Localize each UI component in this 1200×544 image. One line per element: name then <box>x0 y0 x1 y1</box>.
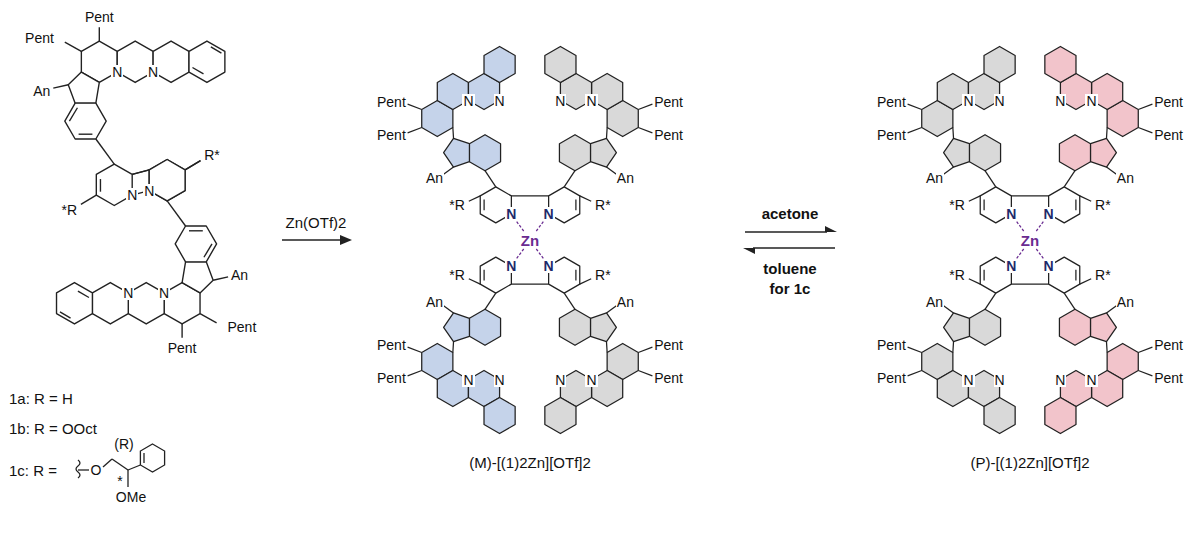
atom-label: *R <box>448 268 466 282</box>
atom-label: Pent <box>1153 128 1184 142</box>
atom-label: O <box>90 463 103 477</box>
atom-label: N <box>1043 259 1055 273</box>
atom-label: Pent <box>376 371 407 385</box>
solvent-label: for 1c <box>769 281 812 296</box>
atom-label: An <box>925 295 944 309</box>
atom-label: N <box>1085 94 1097 108</box>
atom-label: *R <box>948 268 966 282</box>
atom-label: N <box>554 94 566 108</box>
compound-label: 1c: R = <box>8 463 58 478</box>
atom-label: R* <box>1094 268 1112 282</box>
atom-label: Pent <box>653 371 684 385</box>
atom-label: OMe <box>115 490 147 504</box>
solvent-label: toluene <box>762 261 817 276</box>
atom-label: Pent <box>653 95 684 109</box>
atom-label: N <box>1043 207 1055 221</box>
atom-label: R* <box>594 198 612 212</box>
atom-label: N <box>462 94 474 108</box>
compound-label: 1a: R = H <box>8 391 74 406</box>
atom-label: An <box>1116 295 1135 309</box>
m-complex-structure <box>408 46 653 433</box>
atom-label: Pent <box>876 95 907 109</box>
atom-label: N <box>962 373 974 387</box>
atom-label: Pent <box>653 338 684 352</box>
atom-label: An <box>32 84 51 98</box>
atom-label: N <box>143 184 155 198</box>
atom-label: An <box>1116 171 1135 185</box>
atom-label: N <box>1005 259 1017 273</box>
complex-label: (M)-[(1)2Zn][OTf]2 <box>468 455 592 470</box>
atom-label: Pent <box>84 10 115 24</box>
atom-label: N <box>462 373 474 387</box>
atom-label: Pent <box>226 320 257 334</box>
atom-label: Pent <box>876 371 907 385</box>
atom-label: An <box>230 268 249 282</box>
atom-label: N <box>585 94 597 108</box>
atom-label: N <box>962 94 974 108</box>
atom-label: Pent <box>1153 338 1184 352</box>
atom-label: N <box>994 373 1006 387</box>
atom-label: *R <box>61 203 79 217</box>
atom-label: Pent <box>653 128 684 142</box>
compound-label: 1b: R = OOct <box>8 421 98 436</box>
atom-label: N <box>505 259 517 273</box>
atom-label: R* <box>1094 198 1112 212</box>
atom-label: R* <box>594 268 612 282</box>
reagent-label: Zn(OTf)2 <box>285 215 348 230</box>
atom-label: *R <box>448 198 466 212</box>
atom-label: Pent <box>24 31 55 45</box>
atom-label: Pent <box>876 338 907 352</box>
atom-label: Pent <box>1153 371 1184 385</box>
complex-label: (P)-[(1)2Zn][OTf]2 <box>969 455 1090 470</box>
atom-label: N <box>494 373 506 387</box>
atom-label: N <box>122 286 134 300</box>
atom-label: (R) <box>113 437 134 451</box>
atom-label: N <box>554 373 566 387</box>
atom-label: An <box>425 171 444 185</box>
atom-label: Zn <box>1020 233 1040 248</box>
atom-label: Pent <box>876 128 907 142</box>
atom-label: An <box>616 295 635 309</box>
atom-label: N <box>1054 373 1066 387</box>
atom-label: Pent <box>376 338 407 352</box>
p-complex-structure <box>908 46 1153 433</box>
atom-label: N <box>158 286 170 300</box>
atom-label: N <box>1085 373 1097 387</box>
atom-label: N <box>994 94 1006 108</box>
equilibrium-arrows <box>743 226 837 254</box>
atom-label: N <box>1005 207 1017 221</box>
atom-label: N <box>585 373 597 387</box>
atom-label: * <box>116 474 123 488</box>
ligand-structure <box>53 27 228 338</box>
atom-label: Pent <box>1153 95 1184 109</box>
atom-label: N <box>1054 94 1066 108</box>
atom-label: N <box>111 65 123 79</box>
atom-label: Zn <box>520 233 540 248</box>
atom-label: N <box>543 259 555 273</box>
atom-label: Pent <box>376 95 407 109</box>
solvent-label: acetone <box>761 206 820 221</box>
atom-label: An <box>925 171 944 185</box>
atom-label: R* <box>203 148 221 162</box>
atom-label: N <box>505 207 517 221</box>
atom-label: N <box>494 94 506 108</box>
atom-label: Pent <box>376 128 407 142</box>
atom-label: An <box>425 295 444 309</box>
atom-label: N <box>126 188 138 202</box>
atom-label: N <box>543 207 555 221</box>
atom-label: N <box>147 65 159 79</box>
atom-label: An <box>616 171 635 185</box>
atom-label: Pent <box>167 341 198 355</box>
atom-label: *R <box>948 198 966 212</box>
reaction-arrow <box>282 235 352 245</box>
